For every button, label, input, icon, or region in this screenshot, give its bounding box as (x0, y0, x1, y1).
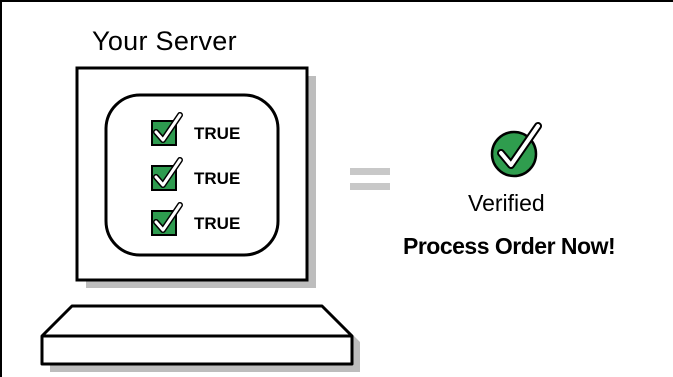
monitor-screen (104, 93, 280, 257)
checklist-item-label: TRUE (194, 124, 241, 143)
verified-status: Verified (468, 190, 545, 216)
checklist-item-label: TRUE (194, 169, 241, 188)
checkbox-checked-icon (151, 157, 183, 191)
process-order-label: Process Order Now! (403, 233, 616, 259)
equals-sign-icon (350, 168, 390, 190)
checkbox-checked-icon (151, 112, 183, 146)
checklist-item-label: TRUE (194, 214, 241, 233)
server-title: Your Server (92, 26, 237, 56)
verified-check-icon (490, 122, 542, 178)
checkbox-checked-icon (151, 202, 183, 236)
